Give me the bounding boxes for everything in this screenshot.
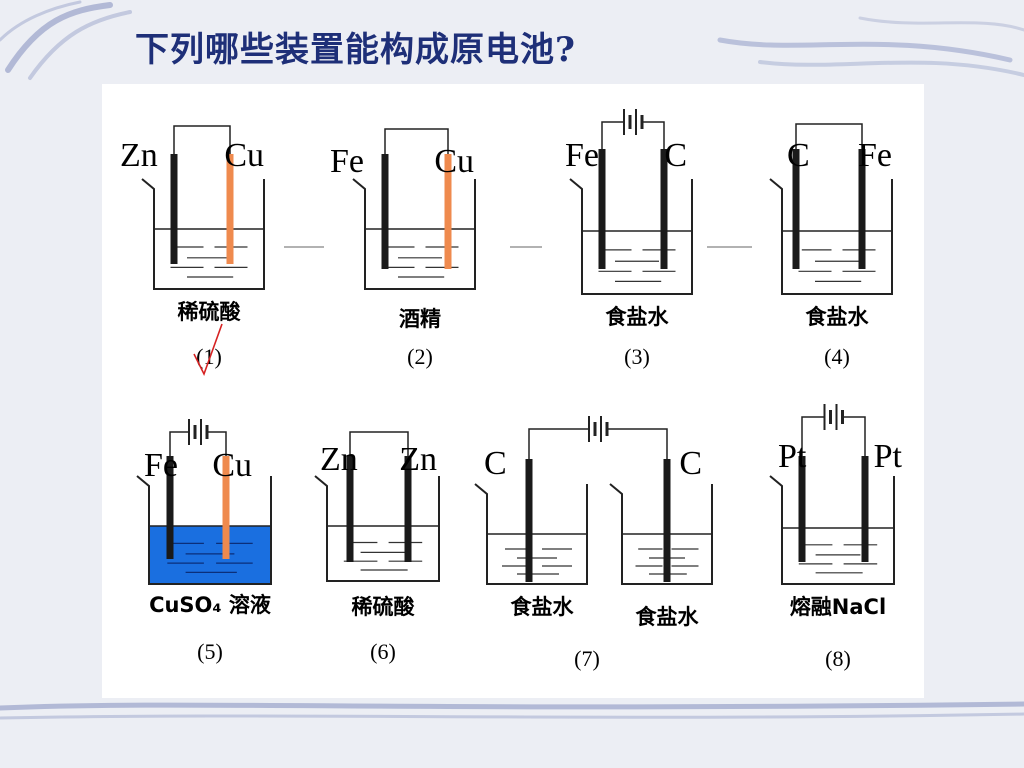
right-electrode-label: C (679, 445, 702, 482)
check-mark-annotation (193, 323, 223, 377)
electrode (660, 149, 668, 269)
electrode (792, 149, 800, 269)
solution-label: CuSO₄ 溶液 (149, 593, 271, 617)
beaker (769, 475, 895, 585)
right-electrode-label: C (664, 137, 687, 174)
setup-number: (5) (197, 639, 223, 664)
beaker (474, 483, 588, 585)
setup-number: (7) (574, 646, 600, 671)
solution-label-second: 食盐水 (636, 605, 700, 629)
wire (208, 431, 227, 456)
setup-4: C Fe 食盐水 (4) (769, 123, 893, 369)
setup-number: (4) (824, 344, 850, 369)
setup-8: Pt Pt 熔融NaCl (8) (769, 404, 903, 671)
electrode (598, 149, 606, 269)
solution-label: 稀硫酸 (178, 300, 242, 324)
wire (843, 416, 866, 456)
wire (349, 431, 409, 456)
electrode (381, 154, 389, 269)
page-title: 下列哪些装置能构成原电池? (135, 30, 576, 70)
left-electrode-label: C (787, 137, 810, 174)
right-electrode-label: Fe (858, 137, 892, 174)
electrode (444, 154, 452, 269)
left-electrode-label: Zn (320, 441, 358, 478)
right-electrode-label: Cu (224, 137, 264, 174)
beaker (314, 475, 440, 582)
solution-label: 食盐水 (511, 595, 575, 619)
wire (528, 428, 588, 459)
solution-label: 食盐水 (806, 305, 870, 329)
wire (608, 428, 668, 459)
electrode (170, 154, 178, 264)
right-electrode-label: Zn (399, 441, 437, 478)
electrode (226, 154, 234, 264)
beaker (141, 178, 265, 290)
wire (601, 121, 623, 149)
wire (169, 431, 188, 456)
right-electrode-label: Cu (434, 143, 474, 180)
solution-label: 稀硫酸 (352, 595, 416, 619)
right-electrode-label: Pt (874, 438, 903, 475)
setup-number: (6) (370, 639, 396, 664)
wire (801, 416, 824, 456)
setup-3: Fe C 食盐水 (3) (565, 109, 693, 369)
left-electrode-label: C (484, 445, 507, 482)
electrode (404, 456, 412, 562)
setup-number: (3) (624, 344, 650, 369)
setup-number: (2) (407, 344, 433, 369)
electrode (858, 149, 866, 269)
solution-label: 食盐水 (606, 305, 670, 329)
wire (795, 123, 863, 149)
electrode (166, 456, 174, 559)
electrode (798, 456, 806, 562)
beaker (769, 178, 893, 295)
setup-1: Zn Cu 稀硫酸 (1) (120, 125, 265, 369)
electrode (861, 456, 869, 562)
right-electrode-label: Cu (212, 447, 252, 484)
left-electrode-label: Fe (565, 137, 599, 174)
electrode (663, 459, 671, 582)
wire (384, 128, 449, 154)
setup-7: C C 食盐水 食盐水 (7) (474, 416, 713, 671)
left-electrode-label: Fe (144, 447, 178, 484)
left-electrode-label: Pt (778, 438, 807, 475)
wire (643, 121, 665, 149)
setup-number: (1) (196, 344, 222, 369)
beaker (609, 483, 713, 585)
beaker (569, 178, 693, 295)
beaker (352, 178, 476, 290)
electrode (346, 456, 354, 562)
setup-number: (8) (825, 646, 851, 671)
electrode (222, 456, 230, 559)
solution-label: 酒精 (399, 307, 441, 331)
setup-2: Fe Cu 酒精 (2) (330, 128, 476, 369)
setup-6: Zn Zn 稀硫酸 (6) (314, 431, 440, 664)
beaker (136, 475, 272, 585)
left-electrode-label: Fe (330, 143, 364, 180)
wire (173, 125, 231, 154)
left-electrode-label: Zn (120, 137, 158, 174)
solution-label: 熔融NaCl (790, 595, 886, 619)
electrode (525, 459, 533, 582)
